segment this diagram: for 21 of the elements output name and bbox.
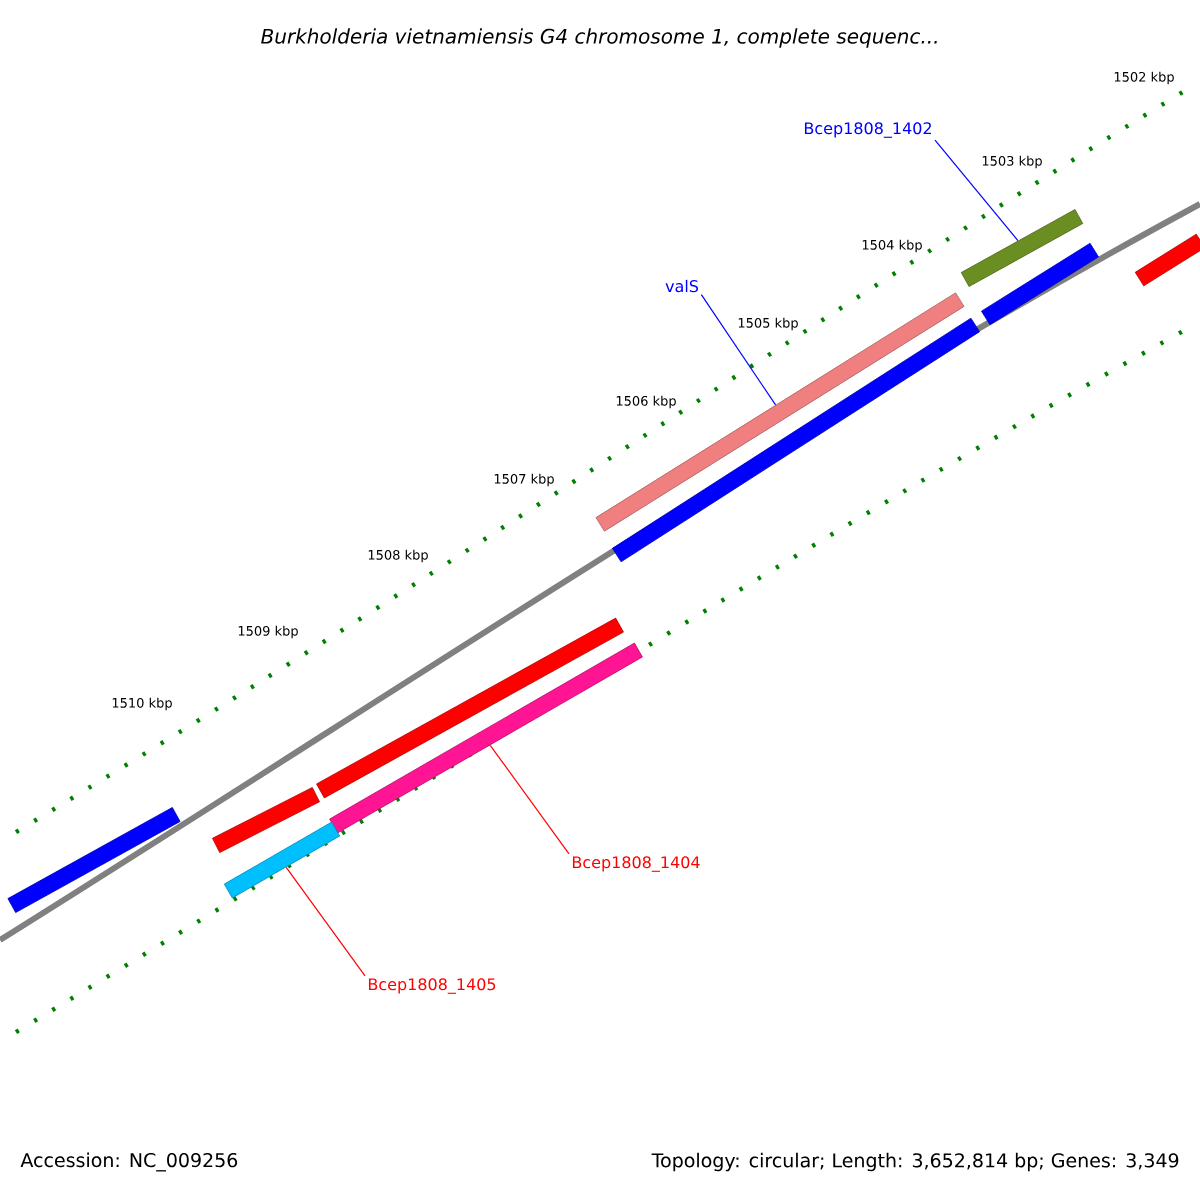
gene-bar [612,317,980,563]
gene-bar [316,617,624,799]
gene-bar [960,209,1084,287]
gene-bar [212,787,320,853]
title: Burkholderia vietnamiensis G4 chromosome 1, complete sequenc... [261,28,937,48]
gene-label: valS [665,279,699,293]
leader-line [934,139,1019,242]
leader-line [489,744,570,855]
gene-label: Bcep1808_1402 [804,122,931,138]
footer-text: Accession: NC_009256 [20,1152,238,1172]
leader-line [285,866,366,977]
gene-bar [1134,233,1200,287]
gene-label: Bcep1808_1405 [368,978,496,994]
leader-line [700,294,777,406]
footer-text: Topology: circular; Length: 3,652,814 bp; Genes: 3,349 [651,1152,1179,1172]
gene-bar [981,242,1099,326]
gene-bar [7,807,181,913]
gene-bar [329,642,643,834]
gene-bar [595,292,965,532]
gene-bar [223,821,341,899]
gene-label: Bcep1808_1404 [572,856,700,872]
